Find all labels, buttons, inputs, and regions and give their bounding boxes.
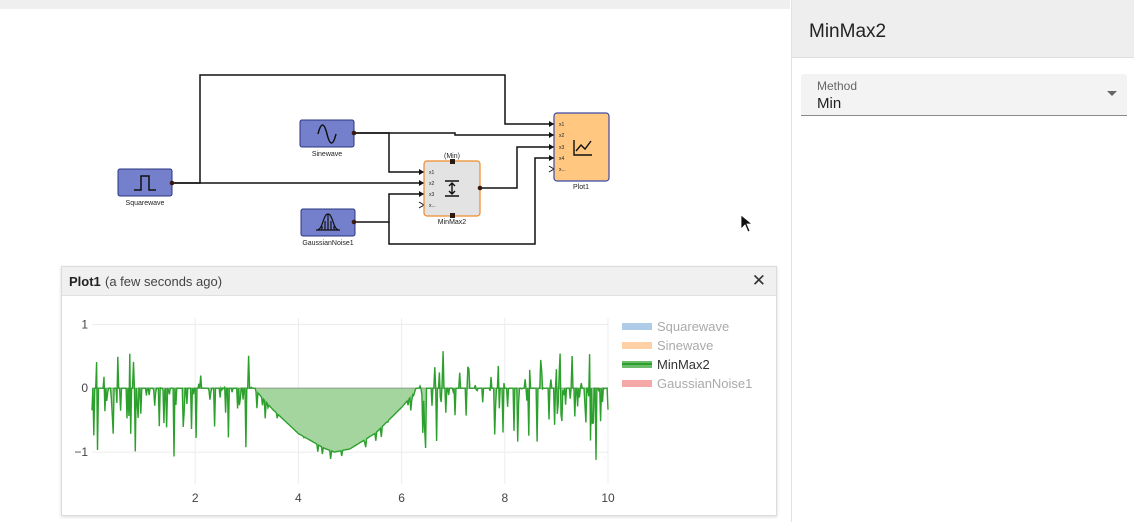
minmax-extra-port-arrow: [418, 201, 425, 209]
gaussian-label: GaussianNoise1: [302, 240, 353, 247]
diagram-svg[interactable]: Squarewave Sinewave GaussianNoise1 (Min)…: [0, 9, 790, 522]
minmax-icon: [445, 180, 459, 197]
properties-title: MinMax2: [809, 21, 887, 42]
method-label: Method: [817, 79, 858, 93]
x-tick-label-3: 8: [501, 491, 508, 505]
properties-header: MinMax2: [792, 0, 1134, 58]
block-gaussian-noise[interactable]: GaussianNoise1: [300, 208, 357, 247]
plot-port-2: x2: [559, 133, 565, 139]
minmax-area: [92, 351, 608, 460]
wire-squarewave-plot[interactable]: [172, 74, 554, 184]
y-tick-label-2: −1: [74, 445, 88, 459]
legend-label: GaussianNoise1: [657, 376, 752, 391]
squarewave-label: Squarewave: [126, 200, 165, 207]
close-icon[interactable]: ✕: [751, 271, 766, 290]
wire-arrows: [419, 121, 554, 197]
block-squarewave[interactable]: Squarewave: [117, 168, 175, 207]
plot-extra-port-arrow: [548, 165, 555, 173]
legend-label: Squarewave: [657, 319, 729, 334]
legend-item-sinewave[interactable]: Sinewave: [622, 338, 713, 353]
sinewave-icon: [317, 124, 337, 144]
bell-curve-icon: [316, 213, 340, 231]
legend-label: MinMax2: [657, 357, 710, 372]
minmax-port-4: x...: [429, 203, 436, 209]
properties-panel: MinMax2 Method Min: [791, 0, 1134, 522]
chevron-down-icon[interactable]: [1107, 91, 1117, 96]
method-select[interactable]: Method Min: [801, 74, 1127, 116]
minmax-line: [91, 351, 609, 460]
minmax-mode-label: (Min): [444, 153, 460, 160]
block-sinewave[interactable]: Sinewave: [299, 119, 357, 158]
plot-port-4: x4: [559, 156, 565, 162]
squarewave-icon: [134, 175, 156, 191]
x-tick-label-4: 10: [601, 491, 615, 505]
y-tick-label-1: 0: [81, 381, 88, 395]
method-value: Min: [817, 95, 842, 112]
minmax-port-3: x3: [429, 192, 435, 198]
x-tick-label-2: 6: [398, 491, 405, 505]
x-tick-label-0: 2: [192, 491, 199, 505]
wire-gaussian-minmax[interactable]: [354, 193, 424, 223]
minmax-port-1: x1: [429, 170, 435, 176]
plot-port-5: x...: [559, 167, 566, 173]
legend-item-minmax2[interactable]: MinMax2: [622, 357, 710, 372]
wire-minmax-plot[interactable]: [480, 146, 554, 189]
plot-port-3: x3: [559, 145, 565, 151]
block-minmax[interactable]: (Min) x1 x2 x3 x... MinMax2: [423, 153, 483, 226]
wires: [172, 74, 554, 245]
plot-label: Plot1: [573, 184, 589, 191]
x-tick-label-1: 4: [295, 491, 302, 505]
plot-panel-timestamp: (a few seconds ago): [105, 274, 223, 289]
plot-port-1: x1: [559, 122, 565, 128]
top-bar: [0, 0, 790, 9]
wire-sinewave-minmax[interactable]: [354, 132, 424, 173]
block-plot[interactable]: x1 x2 x3 x4 x... Plot1: [553, 112, 610, 191]
line-chart-icon: [573, 140, 592, 156]
legend-item-squarewave[interactable]: Squarewave: [622, 319, 729, 334]
minmax-port-2: x2: [429, 181, 435, 187]
plot-panel-header: Plot1 (a few seconds ago) ✕: [62, 267, 776, 296]
mouse-cursor-icon: [740, 214, 754, 233]
plot-panel-title: Plot1: [69, 274, 101, 289]
legend-label: Sinewave: [657, 338, 713, 353]
wire-gaussian-plot[interactable]: [388, 157, 554, 245]
sinewave-label: Sinewave: [312, 151, 342, 158]
wire-sinewave-plot[interactable]: [354, 132, 554, 136]
legend-item-gaussiannoise1[interactable]: GaussianNoise1: [622, 376, 752, 391]
minmax-label: MinMax2: [438, 219, 467, 226]
y-tick-label-0: 1: [81, 317, 88, 331]
